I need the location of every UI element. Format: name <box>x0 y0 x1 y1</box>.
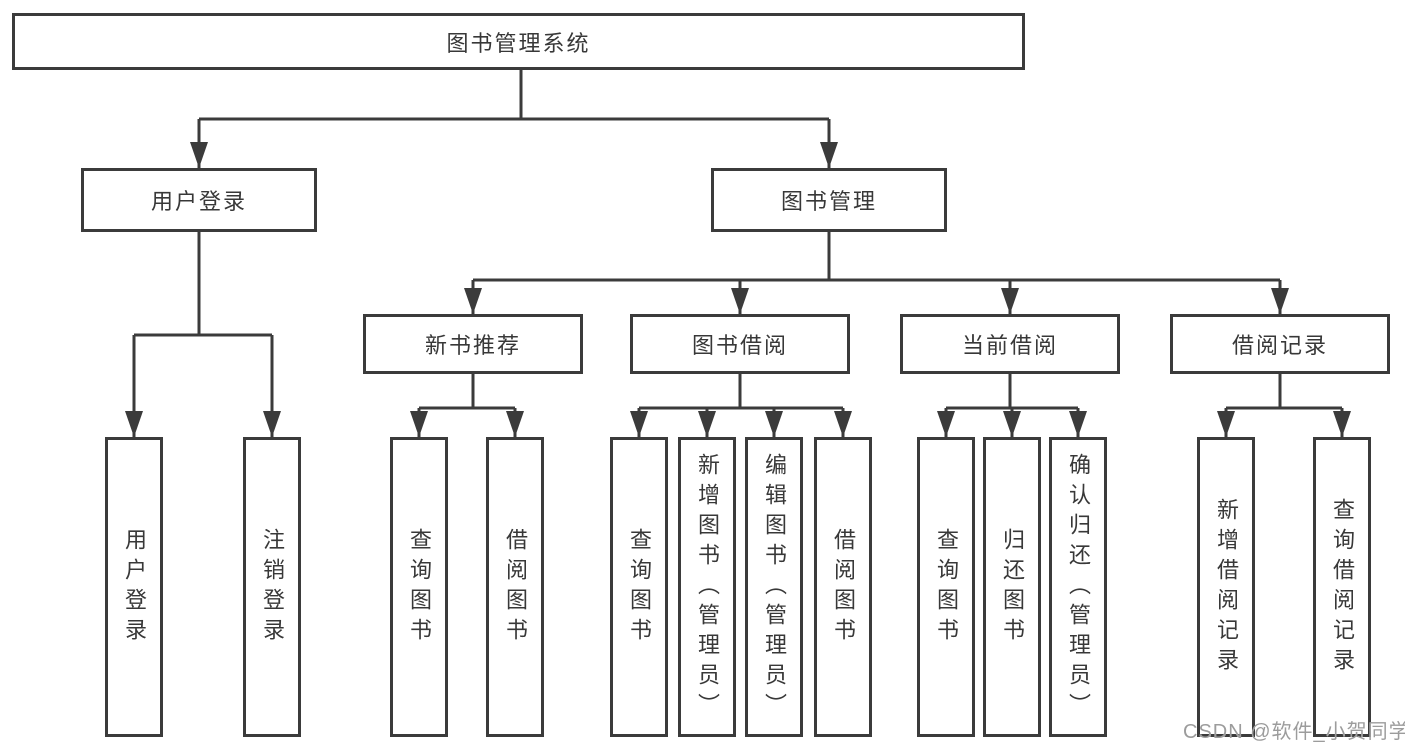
connector-current-borrowing <box>946 374 1078 410</box>
leaf-confirm-return-admin: 确认归还（管理员） <box>1049 437 1107 737</box>
leaf-query-books-borrowing: 查询图书 <box>610 437 668 737</box>
leaf-query-books-recommend: 查询图书 <box>390 437 448 737</box>
leaf-logout-login: 注销登录 <box>243 437 301 737</box>
leaf-return-books: 归还图书 <box>983 437 1041 737</box>
node-book-management: 图书管理 <box>711 168 947 232</box>
connector-new-book-recommend <box>419 374 515 410</box>
connector-user-login <box>134 232 272 337</box>
node-current-borrowing: 当前借阅 <box>900 314 1120 374</box>
leaf-borrow-books-borrowing: 借阅图书 <box>814 437 872 737</box>
leaf-borrow-books-recommend: 借阅图书 <box>486 437 544 737</box>
node-user-login: 用户登录 <box>81 168 317 232</box>
leaf-add-borrow-record: 新增借阅记录 <box>1197 437 1255 737</box>
node-borrowing-records: 借阅记录 <box>1170 314 1390 374</box>
leaf-query-books-current: 查询图书 <box>917 437 975 737</box>
leaf-edit-book-admin: 编辑图书（管理员） <box>745 437 803 737</box>
leaf-add-book-admin: 新增图书（管理员） <box>678 437 736 737</box>
csdn-watermark: CSDN @软件_小贺同学 <box>1183 721 1405 743</box>
leaf-query-borrow-record: 查询借阅记录 <box>1313 437 1371 737</box>
connector-root <box>199 70 829 121</box>
leaf-user-login: 用户登录 <box>105 437 163 737</box>
node-new-book-recommend: 新书推荐 <box>363 314 583 374</box>
connector-book-management <box>473 232 1280 282</box>
node-book-borrowing: 图书借阅 <box>630 314 850 374</box>
connector-borrowing-records <box>1226 374 1342 410</box>
connector-book-borrowing <box>639 374 843 410</box>
node-library-management-system: 图书管理系统 <box>12 13 1025 70</box>
